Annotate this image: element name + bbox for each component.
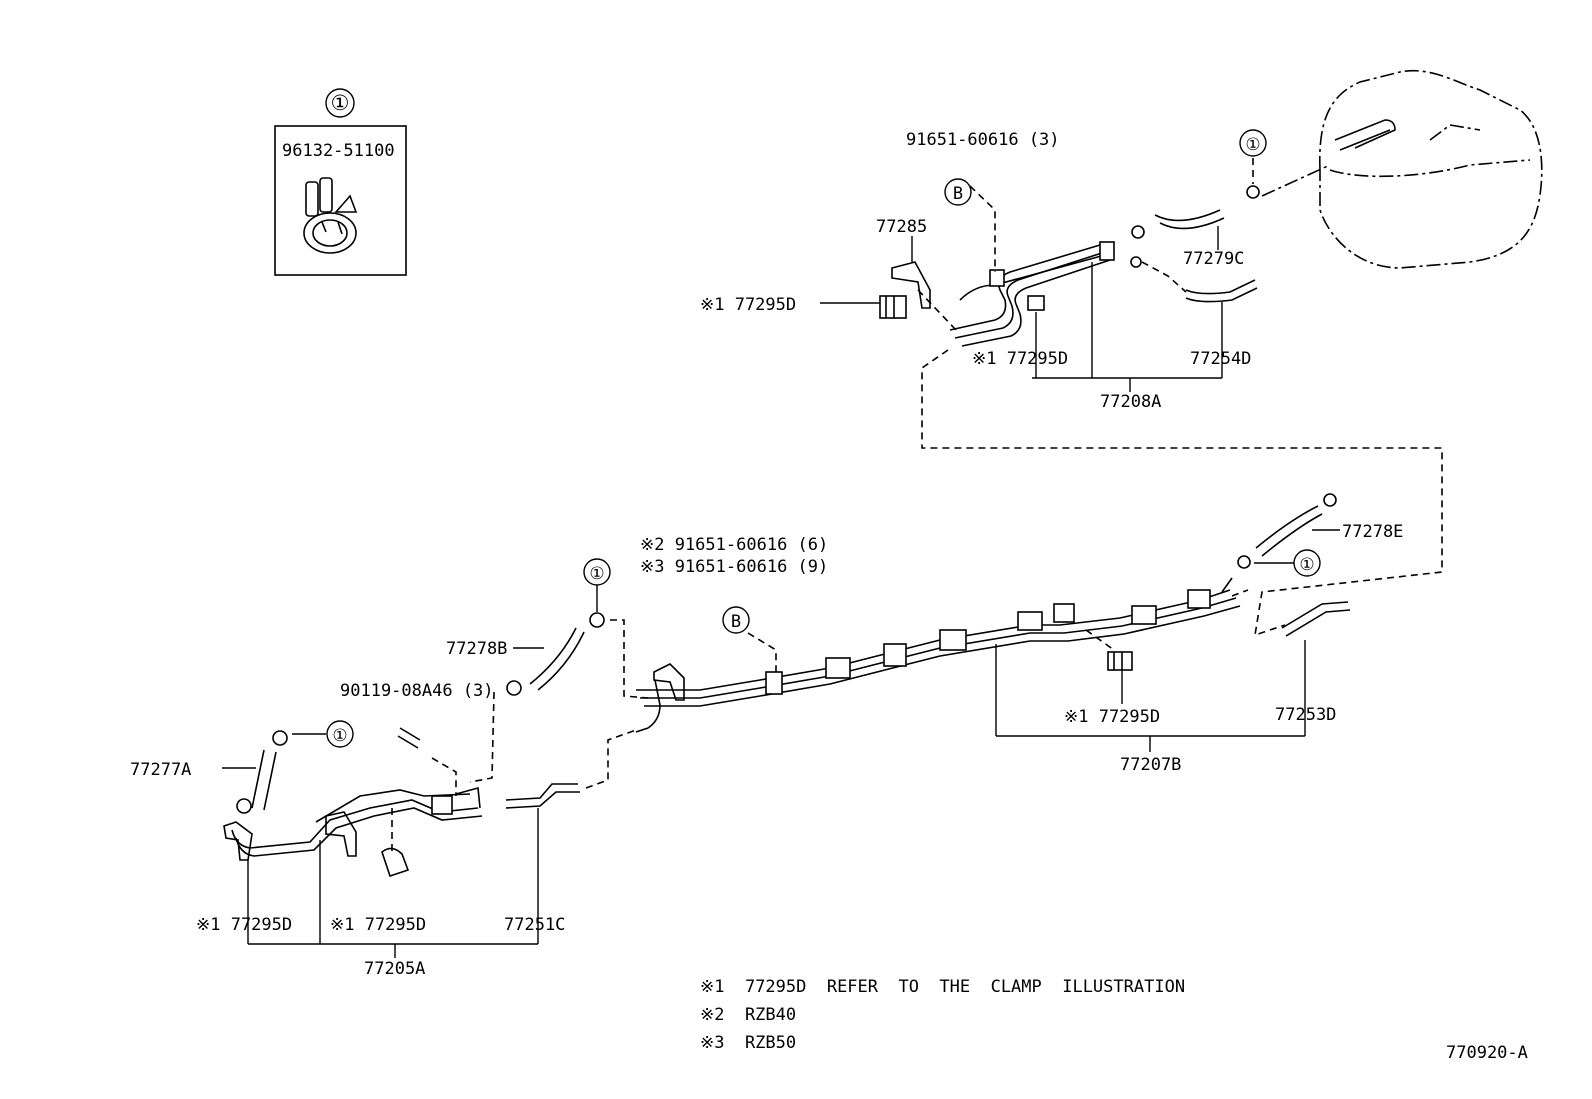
ref-b-circle — [944, 178, 972, 206]
ref-b-mark: B — [953, 184, 963, 204]
top-tube-assembly — [820, 158, 1331, 392]
hose-77277a-icon — [251, 749, 277, 811]
top-clamp-center-label: ※1 77295D — [972, 349, 1068, 369]
label-77279c: 77279C — [1183, 249, 1244, 269]
hose-77278b-icon — [529, 627, 585, 691]
middle-tube-assembly — [635, 493, 1351, 752]
bottom-clamp-mid-label: ※1 77295D — [330, 915, 426, 935]
top-clamp-left-label: ※1 77295D — [700, 295, 796, 315]
callout-number: ① — [589, 564, 604, 584]
callout-number: ① — [1299, 555, 1314, 575]
callout-number: ① — [332, 726, 347, 746]
label-77205a: 77205A — [364, 959, 425, 979]
fuel-tank-outline — [1319, 70, 1543, 269]
callout-circle — [326, 720, 354, 748]
middle-clamp-label: ※1 77295D — [1064, 707, 1160, 727]
legend-note-3: ※3 RZB50 — [700, 1033, 796, 1053]
callout-circle — [1293, 549, 1321, 577]
label-77285: 77285 — [876, 217, 927, 237]
clamp-77295d-icon — [1107, 651, 1133, 671]
connector-dashed-line — [921, 349, 1443, 637]
hose-77253d-icon — [1281, 601, 1351, 637]
tube-clamp-icon — [1027, 295, 1045, 311]
inset-part-number: 96132-51100 — [282, 141, 395, 161]
bottom-clamp-left-label: ※1 77295D — [196, 915, 292, 935]
label-77278e: 77278E — [1342, 522, 1403, 542]
inset-callout-number: ① — [331, 91, 350, 115]
note-rzb50-bolt: ※3 91651-60616 (9) — [640, 557, 828, 577]
legend-note-2: ※2 RZB40 — [700, 1005, 796, 1025]
label-77254d: 77254D — [1190, 349, 1251, 369]
clamp-77295d-icon — [381, 847, 410, 878]
inset-callout-circle — [325, 88, 355, 118]
hose-clamp-icon — [303, 177, 358, 254]
legend-note-1: ※1 77295D REFER TO THE CLAMP ILLUSTRATIO… — [700, 977, 1185, 997]
label-77278b: 77278B — [446, 639, 507, 659]
bolt-icon — [397, 727, 421, 749]
ref-b-mark: B — [731, 612, 741, 632]
label-77208a: 77208A — [1100, 392, 1161, 412]
clamp-77295d-icon — [879, 295, 907, 319]
clamp-inset: ① 96132-51100 — [274, 88, 407, 276]
hose-77254d-icon — [1185, 279, 1258, 303]
label-77253d: 77253D — [1275, 705, 1336, 725]
note-rzb40-bolt: ※2 91651-60616 (6) — [640, 535, 828, 555]
hose-77278e-icon — [1255, 505, 1323, 557]
hose-77279c-icon — [1154, 209, 1225, 230]
top-bolt-label: 91651-60616 (3) — [906, 130, 1060, 150]
tube-77251c-icon — [505, 783, 580, 809]
hose-clamp-icon — [1246, 185, 1260, 199]
label-77277a: 77277A — [130, 760, 191, 780]
label-77207b: 77207B — [1120, 755, 1181, 775]
figure-id: 770920-A — [1446, 1043, 1528, 1063]
bracket-77285-icon — [891, 261, 931, 309]
callout-number: ① — [1245, 135, 1260, 155]
callout-circle — [1239, 129, 1267, 157]
inset-frame — [274, 125, 407, 276]
label-77251c: 77251C — [504, 915, 565, 935]
bottom-bolt-label: 90119-08A46 (3) — [340, 681, 494, 701]
bottom-tube-assembly — [222, 612, 649, 958]
ref-b-circle — [722, 606, 750, 634]
